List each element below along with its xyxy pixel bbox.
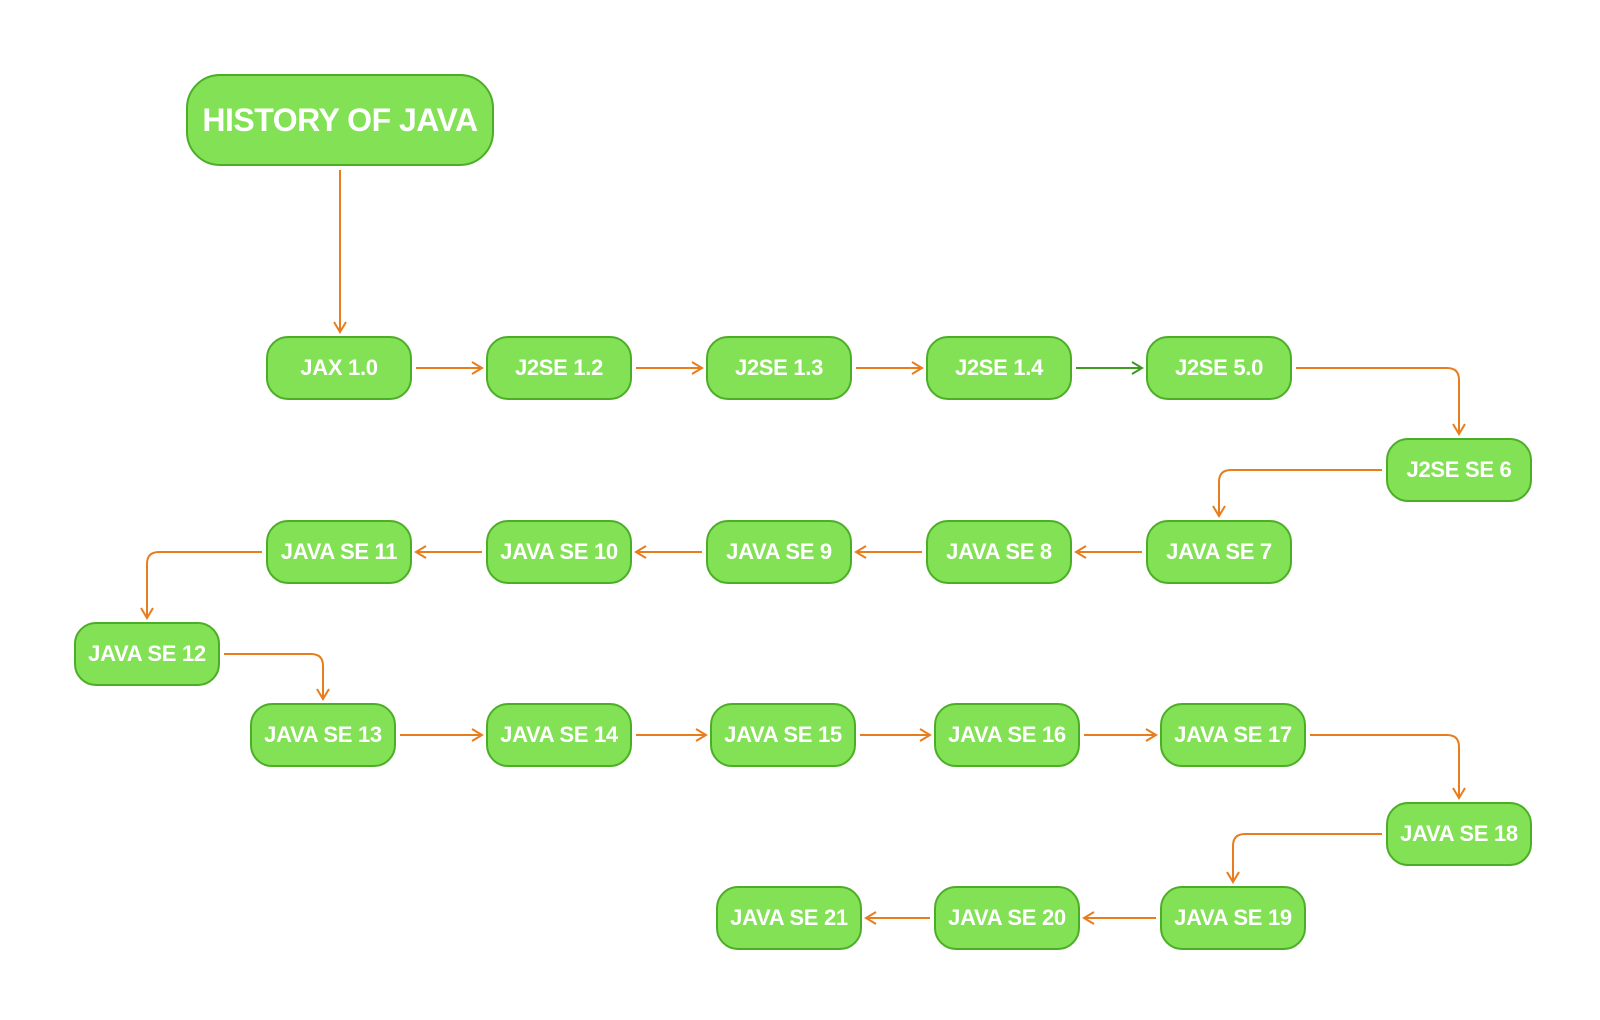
node-java-se-10: JAVA SE 10 xyxy=(486,520,632,584)
node-java-se-13: JAVA SE 13 xyxy=(250,703,396,767)
connector-java-se-11-to-java-se-12 xyxy=(140,551,262,620)
connector-java-se-12-to-java-se-13 xyxy=(224,653,330,701)
node-java-se-19: JAVA SE 19 xyxy=(1160,886,1306,950)
node-java-se-9: JAVA SE 9 xyxy=(706,520,852,584)
node-java-se-7: JAVA SE 7 xyxy=(1146,520,1292,584)
node-java-se-20: JAVA SE 20 xyxy=(934,886,1080,950)
node-jax-1-0: JAX 1.0 xyxy=(266,336,412,400)
node-j2se-se-6: J2SE SE 6 xyxy=(1386,438,1532,502)
node-j2se-5-0: J2SE 5.0 xyxy=(1146,336,1292,400)
node-java-se-11: JAVA SE 11 xyxy=(266,520,412,584)
node-j2se-1-4: J2SE 1.4 xyxy=(926,336,1072,400)
connector-java-se-17-to-java-se-18 xyxy=(1310,734,1466,800)
connector-java-se-18-to-java-se-19 xyxy=(1226,833,1382,884)
node-java-se-21: JAVA SE 21 xyxy=(716,886,862,950)
node-java-se-14: JAVA SE 14 xyxy=(486,703,632,767)
connector-j2se-5-0-to-j2se-se-6 xyxy=(1296,367,1466,436)
node-java-se-16: JAVA SE 16 xyxy=(934,703,1080,767)
node-j2se-1-2: J2SE 1.2 xyxy=(486,336,632,400)
node-java-se-12: JAVA SE 12 xyxy=(74,622,220,686)
node-java-se-17: JAVA SE 17 xyxy=(1160,703,1306,767)
node-java-se-8: JAVA SE 8 xyxy=(926,520,1072,584)
diagram-title: HISTORY OF JAVA xyxy=(186,74,494,166)
node-java-se-18: JAVA SE 18 xyxy=(1386,802,1532,866)
node-java-se-15: JAVA SE 15 xyxy=(710,703,856,767)
connector-j2se-se-6-to-java-se-7 xyxy=(1212,469,1382,518)
node-j2se-1-3: J2SE 1.3 xyxy=(706,336,852,400)
